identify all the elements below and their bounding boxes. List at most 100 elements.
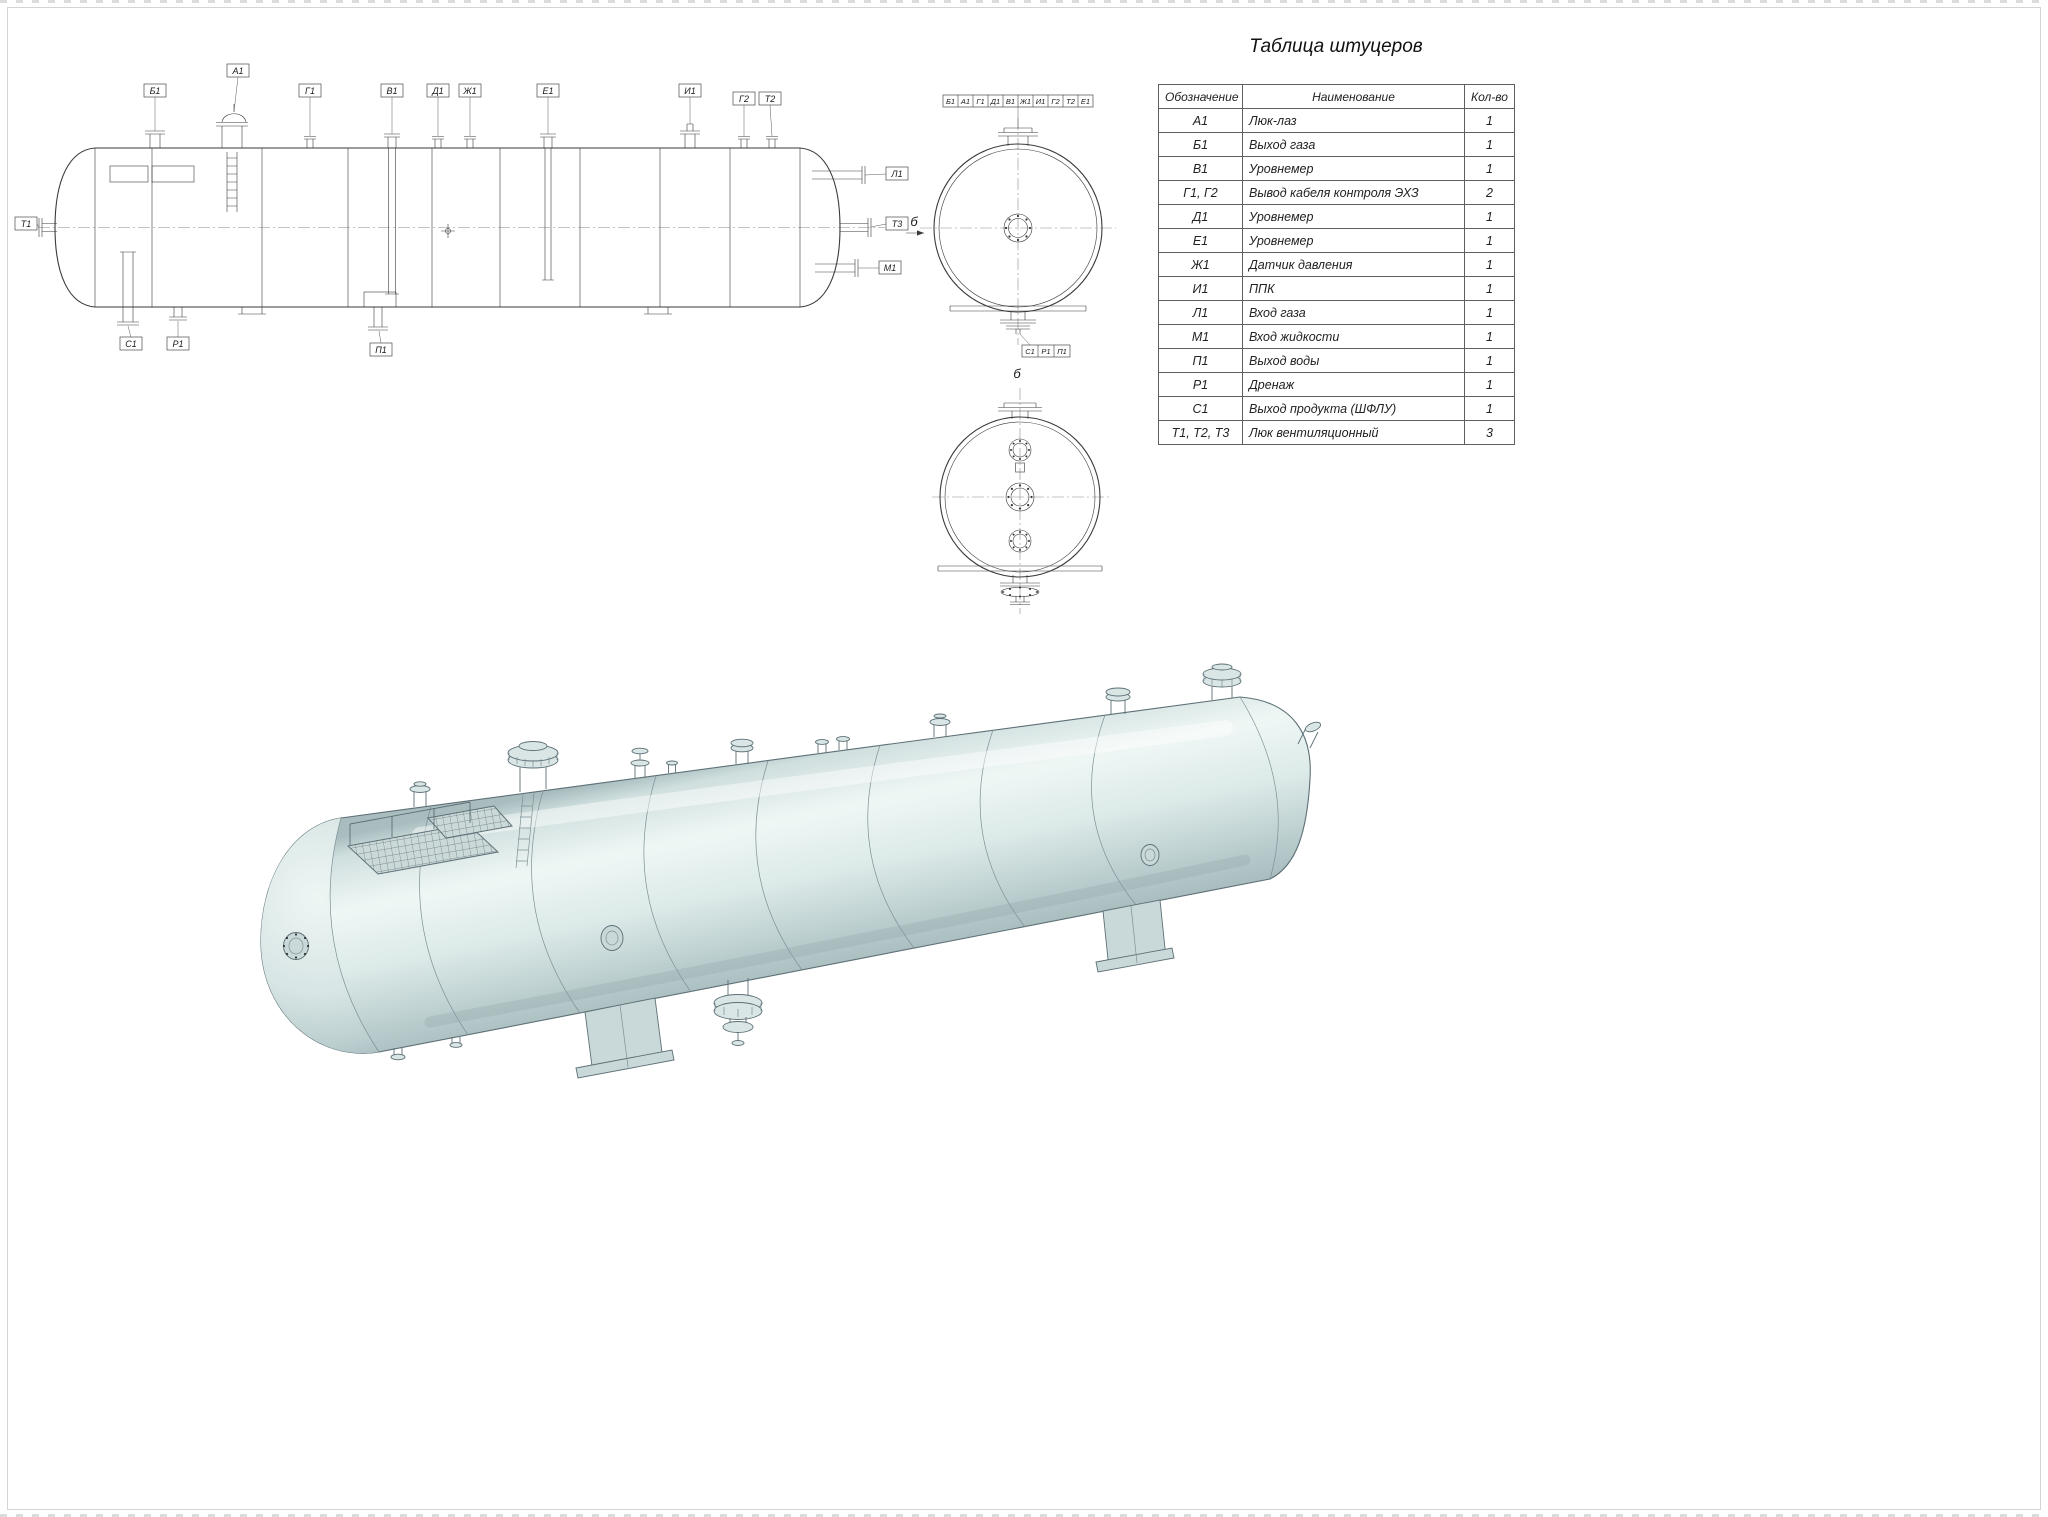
internal-square (1015, 462, 1025, 473)
svg-text:Б1: Б1 (946, 97, 955, 106)
svg-text:Т3: Т3 (892, 219, 903, 229)
view-arrow-b: б (906, 214, 924, 236)
top-stack (998, 127, 1038, 146)
svg-text:Д1: Д1 (431, 86, 443, 96)
end-view-b: б (932, 366, 1110, 614)
svg-text:Р1: Р1 (1041, 347, 1050, 356)
svg-text:Е1: Е1 (542, 86, 553, 96)
svg-text:Г1: Г1 (305, 86, 315, 96)
svg-text:Д1: Д1 (990, 97, 1000, 106)
iso-nozzle (409, 781, 431, 807)
svg-text:И1: И1 (684, 86, 695, 96)
manhole-a1 (216, 104, 248, 212)
nozzle-table-title: Таблица штуцеров (1249, 36, 1423, 57)
leader-lines (36, 76, 887, 344)
sheet-edge-ticks-top (0, 0, 2048, 3)
saddle-front (937, 565, 1103, 572)
svg-text:П1: П1 (1057, 347, 1067, 356)
svg-text:Т1: Т1 (21, 219, 32, 229)
iso-nozzle-valve (630, 747, 650, 778)
nozzle-strip-bottom: С1 Р1 П1 (1021, 344, 1071, 358)
iso-front-flanges (282, 844, 1160, 960)
iso-head-flange (282, 932, 310, 960)
iso-nozzle (815, 739, 829, 753)
internal-flange-2 (1005, 482, 1035, 512)
svg-text:А1: А1 (231, 66, 243, 76)
svg-text:Г1: Г1 (976, 97, 984, 106)
sheet-edge-ticks-bottom (0, 1514, 2048, 1517)
bottom-shade (424, 854, 1251, 1028)
internal-flange-1 (1008, 438, 1032, 462)
iso-nozzle (836, 736, 850, 750)
svg-text:С1: С1 (125, 339, 137, 349)
nozzle-t1 (38, 218, 57, 237)
head-seam (329, 817, 380, 1053)
nozzle-tag-r1: Р1 (166, 336, 190, 351)
iso-shell-flange (600, 925, 624, 951)
svg-text:В1: В1 (386, 86, 397, 96)
iso-bottom-nozzles (390, 978, 763, 1061)
iso-weld-seams (419, 714, 1137, 1036)
svg-text:Г2: Г2 (739, 94, 749, 104)
svg-text:Б1: Б1 (150, 86, 161, 96)
svg-text:Ж1: Ж1 (1019, 97, 1031, 106)
svg-text:Ж1: Ж1 (462, 86, 476, 96)
iso-bottom-stub (449, 1037, 463, 1048)
nozzle-p1 (368, 307, 388, 331)
side-view: Б1 А1 Г1 В1 Д1 Ж1 Е1 И1 Г2 Т2 Т1 Л1 Т3 М… (14, 63, 924, 357)
iso-bottom-stub (390, 1048, 406, 1061)
center-mark (441, 224, 455, 238)
nozzle-tag-m1: М1 (878, 260, 902, 275)
nozzle-r1 (169, 307, 187, 321)
head-circle (939, 416, 1101, 578)
iso-nozzle (666, 760, 678, 773)
head-seam (1239, 696, 1279, 880)
iso-nozzle (1105, 687, 1131, 714)
iso-ladder (515, 792, 535, 869)
view-title: б (1013, 366, 1021, 381)
head-circle (933, 143, 1103, 313)
saddle-tab (238, 307, 266, 315)
svg-text:А1: А1 (960, 97, 970, 106)
svg-text:Л1: Л1 (890, 169, 902, 179)
end-view-a: Б1 А1 Г1 Д1 В1 Ж1 И1 Г2 Т2 Е1 С1 Р1 П1 (920, 94, 1116, 358)
iso-view (260, 663, 1322, 1079)
iso-nozzle-head (1297, 721, 1322, 749)
nozzle-tags: Б1 А1 Г1 В1 Д1 Ж1 Е1 И1 Г2 Т2 Т1 Л1 Т3 М… (14, 63, 909, 357)
nozzle-tag-i1: И1 (678, 83, 702, 98)
iso-nozzle (929, 713, 951, 737)
col-header-name: Наименование (1242, 84, 1465, 109)
nozzle-tag-t3: Т3 (885, 216, 909, 231)
nozzle-s1 (117, 251, 139, 326)
saddle-1-base (575, 1049, 675, 1079)
handrail (349, 801, 471, 845)
nozzle-tag-t1: Т1 (14, 216, 38, 231)
table-header-row: Обозначение Наименование Кол-во (1158, 84, 1515, 109)
svg-text:И1: И1 (1036, 97, 1046, 106)
iso-saddles (575, 899, 1175, 1079)
iso-shell-flange (1140, 844, 1160, 866)
shell-seams (151, 148, 731, 307)
internal-inlet-device (109, 165, 149, 183)
bottom-stack (1000, 575, 1040, 605)
nozzle-tag-b1: Б1 (143, 83, 167, 98)
nozzle-tag-e1: Е1 (536, 83, 560, 98)
saddle-2-base (1095, 947, 1175, 973)
svg-text:М1: М1 (884, 263, 897, 273)
nozzle-tag-d1: Д1 (426, 83, 450, 98)
svg-text:Р1: Р1 (172, 339, 183, 349)
svg-text:В1: В1 (1006, 97, 1015, 106)
internal-flange-3 (1008, 529, 1032, 553)
nozzle-tag-g1: Г1 (298, 83, 322, 98)
internal-inlet-device (151, 165, 195, 183)
